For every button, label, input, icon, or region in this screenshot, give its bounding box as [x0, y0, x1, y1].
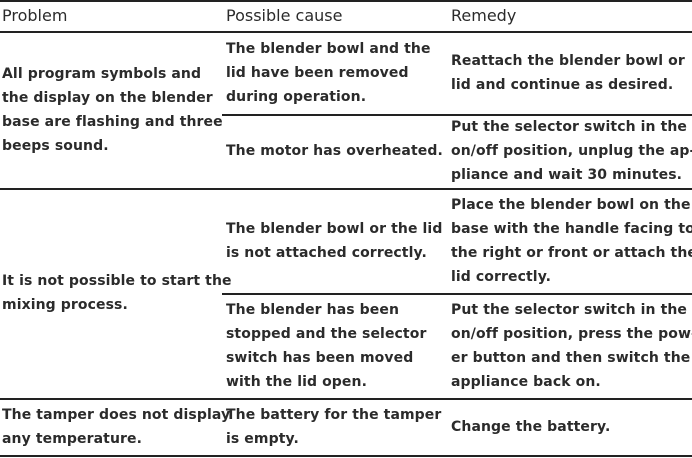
cell-text-line: The blender has been: [226, 301, 400, 318]
cell-text-line: The tamper does not display: [2, 406, 231, 423]
cell-text-line: lid have been removed: [226, 65, 409, 81]
cell-text-line: lid and continue as desired.: [451, 77, 674, 93]
cell-text-line: switch has been moved: [226, 349, 414, 366]
cause-cell: The motor has overheated.: [226, 114, 443, 188]
cell-text-line: appliance back on.: [451, 373, 601, 390]
cause-cell: The battery for the tamper is empty.: [226, 398, 441, 455]
cell-text-line: All program symbols and: [2, 66, 202, 82]
cell-text-line: pliance and wait 30 minutes.: [451, 167, 683, 183]
remedy-cell: Change the battery.: [451, 398, 610, 455]
cell-text-line: base are flashing and three: [2, 114, 223, 130]
problem-cell: The tamper does not display any temperatu…: [2, 398, 230, 455]
cell-text-line: stopped and the selector: [226, 325, 427, 342]
cell-text-line: Put the selector switch in the: [451, 301, 688, 318]
cell-text-line: The blender bowl and the: [226, 41, 431, 57]
cell-text-line: er button and then switch the: [451, 349, 691, 366]
remedy-cell: Place the blender bowl on the base with t…: [451, 188, 692, 293]
cell-text-line: Change the battery.: [451, 418, 611, 435]
cell-text-line: Place the blender bowl on the: [451, 196, 691, 213]
cell-text-line: The motor has overheated.: [226, 143, 443, 159]
cell-text-line: Put the selector switch in the: [451, 119, 688, 135]
row-divider: [0, 31, 692, 33]
cell-text-line: Reattach the blender bowl or: [451, 53, 685, 69]
problem-cell: All program symbols and the display on th…: [2, 32, 223, 188]
remedy-cell: Reattach the blender bowl or lid and cont…: [451, 32, 685, 114]
cell-text-line: on/off position, unplug the ap-: [451, 143, 692, 159]
cell-text-line: the display on the blender: [2, 90, 213, 106]
cell-text-line: the right or front or attach the: [451, 244, 692, 261]
cell-text-line: The battery for the tamper: [226, 406, 442, 423]
row-divider: [222, 293, 692, 295]
column-header-problem: Problem: [2, 6, 68, 25]
cell-text-line: It is not possible to start the: [2, 273, 232, 289]
cause-cell: The blender bowl or the lid is not attach…: [226, 188, 442, 293]
row-divider: [0, 455, 692, 457]
cell-text-line: is empty.: [226, 430, 299, 447]
cell-text-line: base with the handle facing to: [451, 220, 692, 237]
remedy-cell: Put the selector switch in the on/off pos…: [451, 293, 692, 398]
cell-text-line: mixing process.: [2, 297, 128, 313]
cell-text-line: any temperature.: [2, 430, 143, 447]
row-divider: [0, 188, 692, 190]
cell-text-line: on/off position, press the pow-: [451, 325, 692, 342]
cell-text-line: is not attached correctly.: [226, 244, 427, 261]
cell-text-line: The blender bowl or the lid: [226, 220, 443, 237]
cell-text-line: beeps sound.: [2, 138, 109, 154]
cell-text-line: lid correctly.: [451, 268, 552, 285]
row-divider: [0, 0, 692, 2]
row-divider: [222, 114, 692, 116]
column-header-remedy: Remedy: [451, 6, 517, 25]
cell-text-line: during operation.: [226, 89, 367, 105]
cause-cell: The blender bowl and the lid have been re…: [226, 32, 431, 114]
cell-text-line: with the lid open.: [226, 373, 368, 390]
problem-cell: It is not possible to start the mixing pr…: [2, 188, 232, 398]
cause-cell: The blender has been stopped and the sele…: [226, 293, 426, 398]
row-divider: [0, 398, 692, 400]
column-header-cause: Possible cause: [226, 6, 343, 25]
remedy-cell: Put the selector switch in the on/off pos…: [451, 114, 692, 188]
